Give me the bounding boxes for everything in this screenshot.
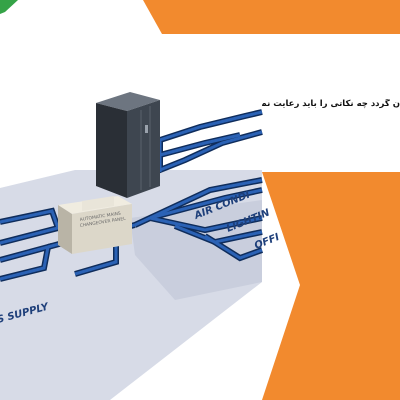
orange-top-banner bbox=[143, 0, 400, 34]
headline-text: ن گردد چه نکاتی را باید رعایت نماییم؟ bbox=[262, 99, 400, 109]
server-rack-icon bbox=[96, 92, 160, 198]
logo-corner-icon bbox=[0, 0, 18, 14]
changeover-panel-icon bbox=[58, 195, 132, 254]
orange-right-block bbox=[262, 172, 400, 400]
